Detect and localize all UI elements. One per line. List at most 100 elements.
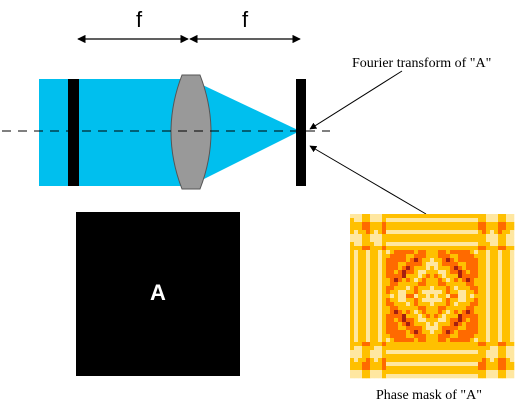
phase-mask-cell bbox=[510, 298, 515, 303]
phase-mask-cell bbox=[406, 346, 411, 351]
phase-mask-cell bbox=[446, 310, 451, 315]
phase-mask-cell bbox=[486, 234, 491, 239]
phase-mask-cell bbox=[506, 214, 511, 219]
phase-mask-cell bbox=[482, 246, 487, 251]
phase-mask-cell bbox=[434, 286, 439, 291]
phase-mask-cell bbox=[370, 230, 375, 235]
phase-mask-cell bbox=[470, 306, 475, 311]
phase-mask-cell bbox=[442, 274, 447, 279]
phase-mask-cell bbox=[490, 250, 495, 255]
phase-mask-cell bbox=[414, 306, 419, 311]
phase-mask-cell bbox=[394, 318, 399, 323]
phase-mask-cell bbox=[430, 318, 435, 323]
phase-mask-cell bbox=[478, 294, 483, 299]
phase-mask-cell bbox=[386, 278, 391, 283]
phase-mask-cell bbox=[406, 326, 411, 331]
phase-mask-cell bbox=[450, 226, 455, 231]
phase-mask-cell bbox=[470, 234, 475, 239]
phase-mask-cell bbox=[486, 350, 491, 355]
phase-mask-cell bbox=[462, 322, 467, 327]
phase-mask-cell bbox=[354, 278, 359, 283]
phase-mask-cell bbox=[478, 266, 483, 271]
phase-mask-cell bbox=[466, 298, 471, 303]
phase-mask-cell bbox=[410, 358, 415, 363]
phase-mask-cell bbox=[374, 254, 379, 259]
phase-mask-cell bbox=[390, 246, 395, 251]
phase-mask-cell bbox=[434, 254, 439, 259]
phase-mask-cell bbox=[498, 282, 503, 287]
phase-mask-cell bbox=[430, 282, 435, 287]
phase-mask-cell bbox=[454, 290, 459, 295]
phase-mask-cell bbox=[374, 302, 379, 307]
phase-mask-cell bbox=[414, 354, 419, 359]
phase-mask-cell bbox=[486, 274, 491, 279]
phase-mask-cell bbox=[422, 246, 427, 251]
phase-mask-cell bbox=[430, 326, 435, 331]
phase-mask-cell bbox=[406, 218, 411, 223]
phase-mask-cell bbox=[426, 374, 431, 379]
phase-mask-cell bbox=[438, 366, 443, 371]
phase-mask-cell bbox=[414, 246, 419, 251]
phase-mask-cell bbox=[414, 338, 419, 343]
phase-mask-cell bbox=[350, 286, 355, 291]
phase-mask-cell bbox=[358, 242, 363, 247]
phase-mask-cell bbox=[466, 274, 471, 279]
phase-mask-cell bbox=[390, 314, 395, 319]
phase-mask-cell bbox=[366, 214, 371, 219]
phase-mask-cell bbox=[478, 310, 483, 315]
phase-mask-cell bbox=[394, 274, 399, 279]
phase-mask-cell bbox=[390, 218, 395, 223]
phase-mask-cell bbox=[474, 362, 479, 367]
phase-mask-cell bbox=[462, 334, 467, 339]
phase-mask-cell bbox=[398, 226, 403, 231]
focal-label-right: f bbox=[242, 7, 249, 32]
phase-mask-cell bbox=[386, 262, 391, 267]
phase-mask-cell bbox=[354, 330, 359, 335]
phase-mask-cell bbox=[358, 354, 363, 359]
phase-mask-cell bbox=[426, 270, 431, 275]
phase-mask-cell bbox=[474, 274, 479, 279]
phase-mask-cell bbox=[362, 274, 367, 279]
phase-mask-cell bbox=[458, 302, 463, 307]
phase-mask-cell bbox=[442, 230, 447, 235]
phase-mask-cell bbox=[402, 326, 407, 331]
phase-mask-cell bbox=[446, 290, 451, 295]
phase-mask-cell bbox=[410, 242, 415, 247]
phase-mask-cell bbox=[406, 342, 411, 347]
phase-mask-cell bbox=[502, 278, 507, 283]
phase-mask-cell bbox=[382, 230, 387, 235]
phase-mask-cell bbox=[442, 354, 447, 359]
phase-mask-cell bbox=[426, 214, 431, 219]
phase-mask-cell bbox=[466, 262, 471, 267]
phase-mask-cell bbox=[442, 286, 447, 291]
phase-mask-cell bbox=[502, 258, 507, 263]
phase-mask-cell bbox=[382, 334, 387, 339]
phase-mask-cell bbox=[418, 322, 423, 327]
phase-mask-cell bbox=[382, 274, 387, 279]
phase-mask-cell bbox=[478, 238, 483, 243]
phase-mask-cell bbox=[354, 214, 359, 219]
phase-mask-cell bbox=[502, 246, 507, 251]
phase-mask-cell bbox=[362, 238, 367, 243]
phase-mask-cell bbox=[462, 290, 467, 295]
phase-mask-cell bbox=[498, 226, 503, 231]
phase-mask-cell bbox=[434, 350, 439, 355]
phase-mask-cell bbox=[394, 374, 399, 379]
phase-mask-cell bbox=[394, 310, 399, 315]
phase-mask-cell bbox=[450, 214, 455, 219]
phase-mask-cell bbox=[506, 262, 511, 267]
phase-mask-cell bbox=[490, 346, 495, 351]
phase-mask-cell bbox=[474, 330, 479, 335]
phase-mask-cell bbox=[406, 246, 411, 251]
phase-mask-cell bbox=[406, 298, 411, 303]
phase-mask-cell bbox=[398, 274, 403, 279]
phase-mask-cell bbox=[390, 262, 395, 267]
phase-mask-cell bbox=[366, 266, 371, 271]
phase-mask-cell bbox=[486, 242, 491, 247]
phase-mask-cell bbox=[382, 266, 387, 271]
phase-mask-cell bbox=[482, 310, 487, 315]
phase-mask-cell bbox=[386, 254, 391, 259]
phase-mask-cell bbox=[390, 226, 395, 231]
phase-mask-cell bbox=[478, 326, 483, 331]
phase-mask-cell bbox=[430, 242, 435, 247]
